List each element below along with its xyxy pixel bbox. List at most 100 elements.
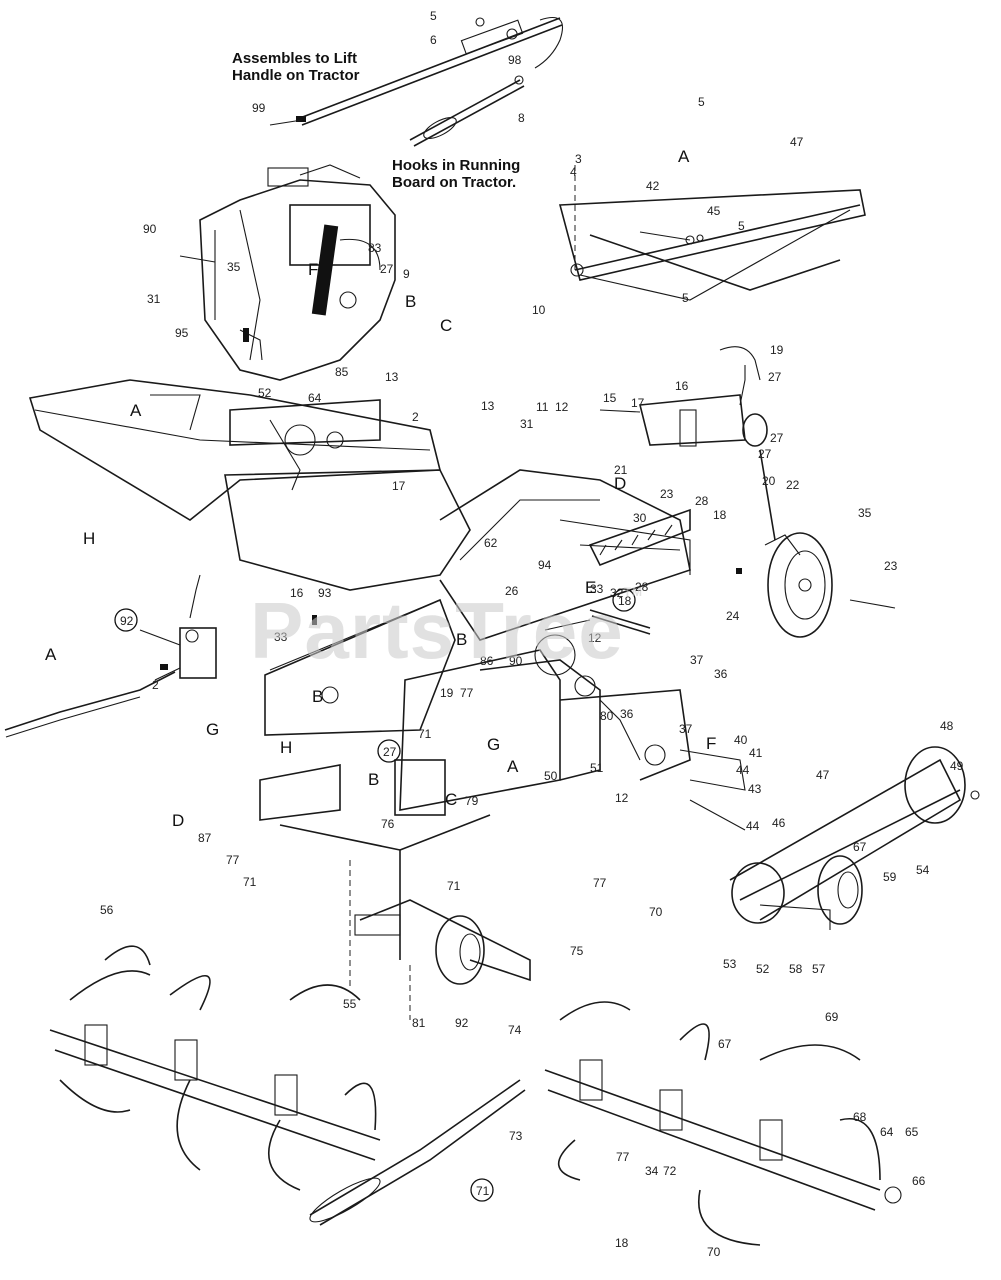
callout-part-80: 80 <box>600 709 614 723</box>
callout-part-71: 71 <box>447 879 461 893</box>
chain-case <box>679 746 980 930</box>
callout-part-68: 68 <box>853 1110 867 1124</box>
callout-part-15: 15 <box>603 391 617 405</box>
callout-part-36: 36 <box>620 707 634 721</box>
callout-part-27: 27 <box>380 262 394 276</box>
callout-part-13: 13 <box>481 399 495 413</box>
callout-part-48: 48 <box>940 719 954 733</box>
callout-part-26: 26 <box>505 584 519 598</box>
callout-part-23: 23 <box>884 559 898 573</box>
callout-circle <box>470 1178 494 1202</box>
callout-part-36: 36 <box>714 667 728 681</box>
callout-letter-a: A <box>507 757 519 776</box>
lift-handle-note-line-1: Assembles to Lift <box>232 50 358 67</box>
callout-part-12: 12 <box>555 400 569 414</box>
callout-part-35: 35 <box>858 506 872 520</box>
callout-part-94: 94 <box>538 558 552 572</box>
callout-letter-b: B <box>405 292 416 311</box>
callout-part-79: 79 <box>465 794 479 808</box>
callout-part-87: 87 <box>198 831 212 845</box>
callout-part-46: 46 <box>772 816 786 830</box>
callout-part-4: 4 <box>570 165 577 179</box>
callout-part-75: 75 <box>570 944 584 958</box>
callout-part-77: 77 <box>616 1150 630 1164</box>
engine <box>199 164 396 381</box>
callout-part-57: 57 <box>812 962 826 976</box>
callout-part-31: 31 <box>520 417 534 431</box>
callout-part-18: 18 <box>615 1236 629 1250</box>
callout-part-16: 16 <box>675 379 689 393</box>
callout-part-19: 19 <box>440 686 454 700</box>
callout-part-10: 10 <box>532 303 546 317</box>
callout-letter-a: A <box>130 401 142 420</box>
callout-part-37: 37 <box>679 722 693 736</box>
callout-part-50: 50 <box>544 769 558 783</box>
callout-part-42: 42 <box>646 179 660 193</box>
callout-part-17: 17 <box>392 479 406 493</box>
callout-part-70: 70 <box>649 905 663 919</box>
callout-part-30: 30 <box>633 511 647 525</box>
callout-part-34: 34 <box>645 1164 659 1178</box>
callout-part-27: 27 <box>770 431 784 445</box>
callout-part-58: 58 <box>789 962 803 976</box>
callout-letter-b: B <box>312 687 323 706</box>
callout-part-62: 62 <box>484 536 498 550</box>
callout-part-19: 19 <box>770 343 784 357</box>
watermark-trademark: TM <box>623 585 644 599</box>
callout-part-27: 27 <box>758 447 772 461</box>
callout-part-64: 64 <box>880 1125 894 1139</box>
callout-circle <box>377 739 401 763</box>
callout-letter-h: H <box>83 529 95 548</box>
callout-letter-a: A <box>45 645 57 664</box>
callout-part-18: 18 <box>713 508 727 522</box>
callout-part-45: 45 <box>707 204 721 218</box>
callout-part-12: 12 <box>588 631 602 645</box>
callout-part-77: 77 <box>593 876 607 890</box>
running-board-note-line-2: Board on Tractor. <box>392 174 517 191</box>
running-board-note: Hooks in Running Board on Tractor. <box>392 157 520 191</box>
callout-part-12: 12 <box>615 791 629 805</box>
callout-part-23: 23 <box>660 487 674 501</box>
callout-letter-a: A <box>678 147 690 166</box>
hitch-frame <box>558 165 866 301</box>
watermark-text: PartsTree <box>250 586 624 675</box>
callout-part-33: 33 <box>274 630 288 644</box>
callout-letter-d: D <box>614 474 626 493</box>
drag-bar <box>309 899 531 1226</box>
callout-part-52: 52 <box>756 962 770 976</box>
tiller-housing <box>28 379 691 641</box>
callout-part-95: 95 <box>175 326 189 340</box>
callout-part-47: 47 <box>790 135 804 149</box>
callout-part-11: 11 <box>536 400 549 414</box>
callout-part-90: 90 <box>509 654 523 668</box>
callout-part-5: 5 <box>682 291 689 305</box>
leader-lines <box>139 119 411 1020</box>
callout-part-98: 98 <box>508 53 522 67</box>
callout-part-35: 35 <box>227 260 241 274</box>
callout-part-40: 40 <box>734 733 748 747</box>
callout-part-43: 43 <box>748 782 762 796</box>
callout-part-66: 66 <box>912 1174 926 1188</box>
callout-part-24: 24 <box>726 609 740 623</box>
callout-part-21: 21 <box>614 463 628 477</box>
callout-part-99: 99 <box>252 101 266 115</box>
callout-part-47: 47 <box>816 768 830 782</box>
callout-letter-f: F <box>706 734 716 753</box>
callout-part-28: 28 <box>695 494 709 508</box>
callout-part-5: 5 <box>738 219 745 233</box>
callout-part-33: 33 <box>590 582 604 596</box>
callout-part-8: 8 <box>518 111 525 125</box>
callout-part-92: 92 <box>120 614 134 628</box>
callout-letter-b: B <box>368 770 379 789</box>
callout-letter-d: D <box>172 811 184 830</box>
callout-part-51: 51 <box>590 761 604 775</box>
callout-part-2: 2 <box>412 410 419 424</box>
callout-part-70: 70 <box>707 1245 721 1259</box>
callout-part-31: 31 <box>147 292 161 306</box>
callout-part-74: 74 <box>508 1023 522 1037</box>
lift-handle-note-line-2: Handle on Tractor <box>232 67 360 84</box>
callout-part-49: 49 <box>950 759 964 773</box>
callout-part-77: 77 <box>460 686 474 700</box>
